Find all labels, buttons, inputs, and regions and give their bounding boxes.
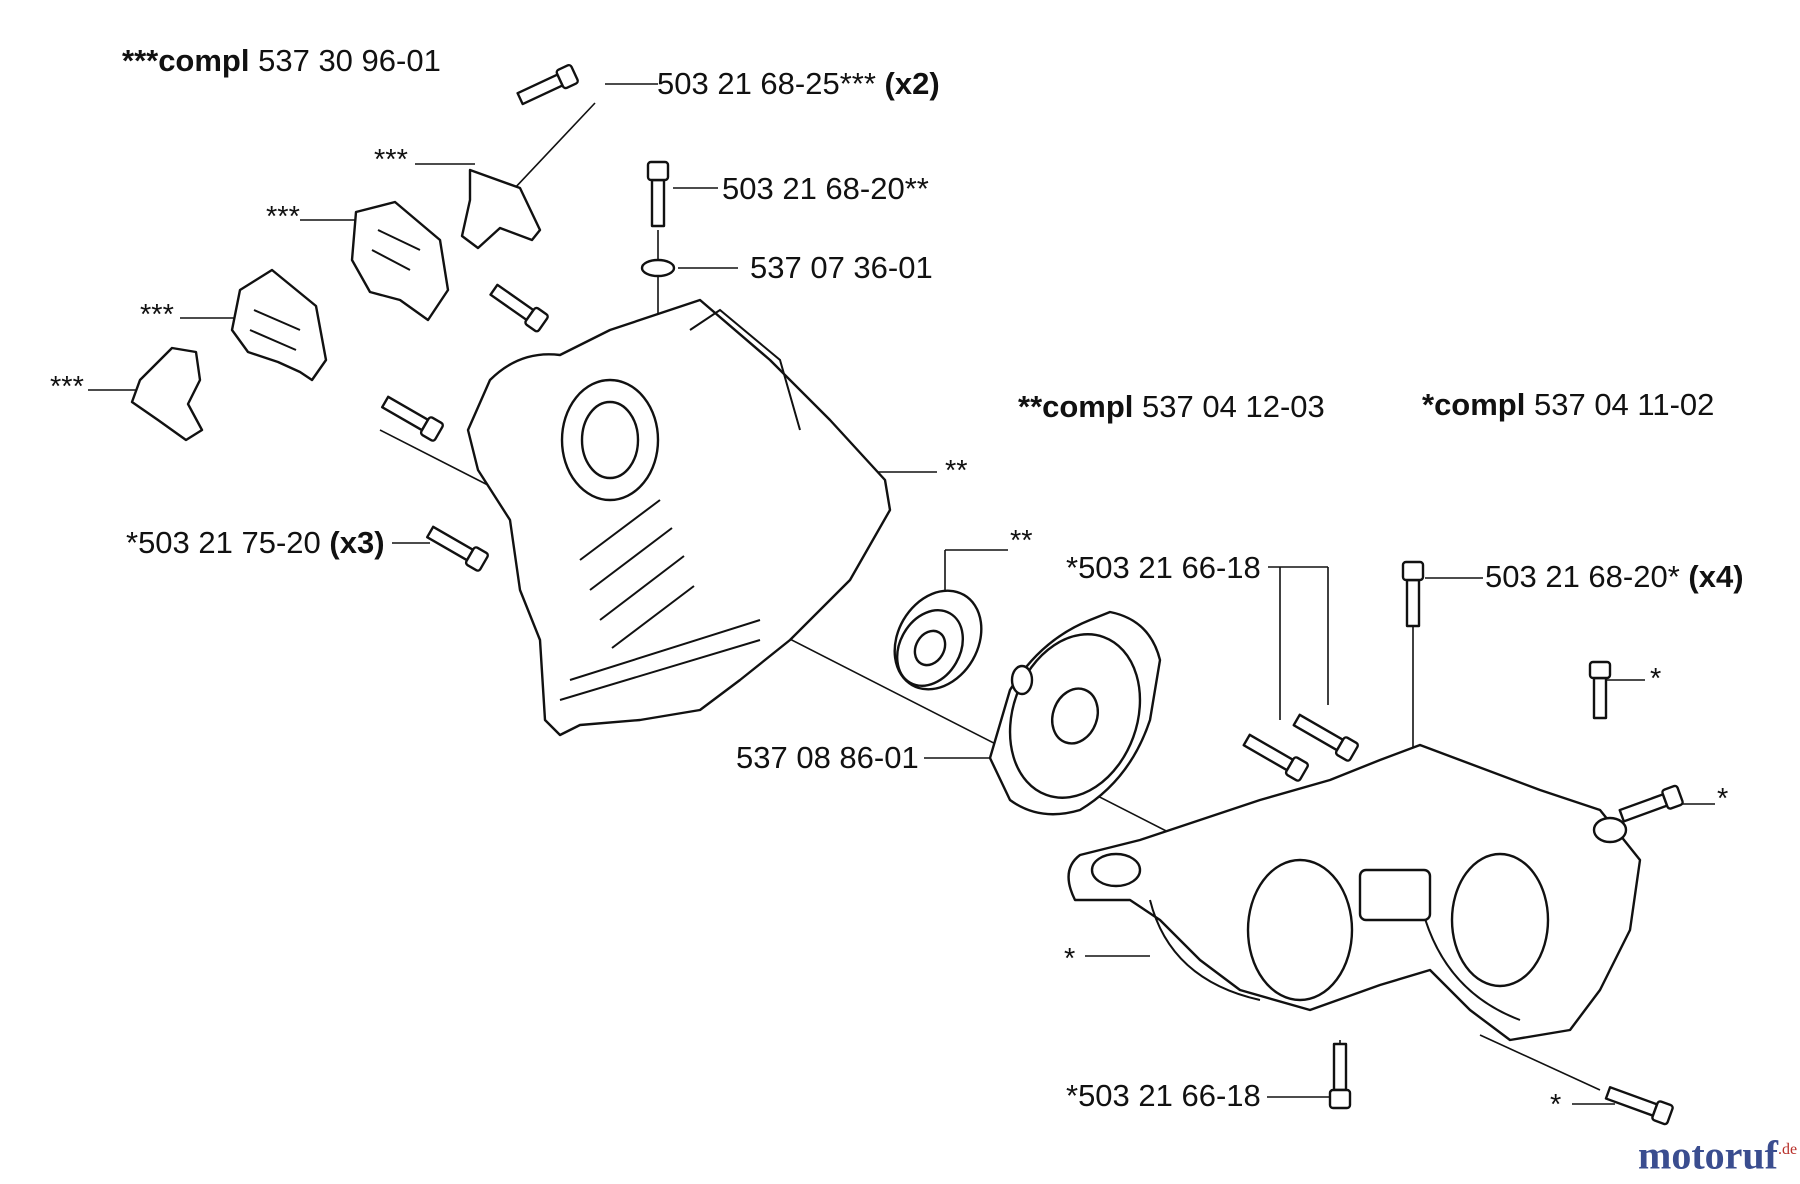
star-marker-7: * [1650,663,1662,695]
watermark-suffix: .de [1777,1141,1798,1158]
starter-shells-kit3 [130,168,542,442]
star-marker-2: *** [266,201,300,233]
screw-x4-number: 503 21 68-20* [1485,559,1680,594]
star-marker-9: * [1064,943,1076,975]
screw-x3-qty: (x3) [329,525,385,560]
star-marker-6: ** [1010,525,1033,557]
crankcase-half-kit2 [466,298,892,737]
bearing [893,589,983,691]
star-marker-3: *** [140,299,174,331]
kit3-number: 537 30 96-01 [258,43,441,78]
screw-x3-label: *503 21 75-20 (x3) [126,526,385,560]
star-marker-5: ** [945,455,968,487]
kit1-number: 537 04 11-02 [1533,387,1715,422]
stud-a-number: *503 21 66-18 [1066,550,1261,585]
star-marker-4: *** [50,371,84,403]
fan-wheel [988,610,1162,816]
screw-x3-number: *503 21 75-20 [126,525,321,560]
screw-kit3-label: 503 21 68-25*** (x2) [657,67,940,101]
ring-label: 537 07 36-01 [750,251,933,285]
kit2-label: **compl 537 04 12-03 [1018,390,1325,424]
fan-label: 537 08 86-01 [736,741,919,775]
stud-b-label: *503 21 66-18 [1066,1079,1261,1113]
star-marker-8: * [1717,783,1729,815]
kit2-number: 537 04 12-03 [1142,389,1325,424]
screws [380,63,1684,1126]
kit1-label: *compl 537 04 11-02 [1422,388,1714,422]
screw-kit2-label: 503 21 68-20** [722,172,929,206]
fan-number: 537 08 86-01 [736,740,919,775]
kit3-prefix: ***compl [122,43,250,78]
star-marker-10: * [1550,1089,1562,1121]
kit1-prefix: *compl [1422,387,1526,422]
watermark-main: motoruf [1638,1132,1778,1178]
screw-x4-label: 503 21 68-20* (x4) [1485,560,1744,594]
stud-b-number: *503 21 66-18 [1066,1078,1261,1113]
ring-number: 537 07 36-01 [750,250,933,285]
kit2-prefix: **compl [1018,389,1134,424]
screw-kit3-number: 503 21 68-25*** [657,66,876,101]
site-watermark-logo: motoruf.de [1638,1128,1797,1177]
screw-kit2-number: 503 21 68-20** [722,171,929,206]
stud-a-label: *503 21 66-18 [1066,551,1261,585]
screw-kit3-qty: (x2) [884,66,940,101]
crankcase-half-kit1 [1067,743,1642,1042]
screw-x4-qty: (x4) [1688,559,1744,594]
kit3-label: ***compl 537 30 96-01 [122,44,441,78]
star-marker-1: *** [374,144,408,176]
